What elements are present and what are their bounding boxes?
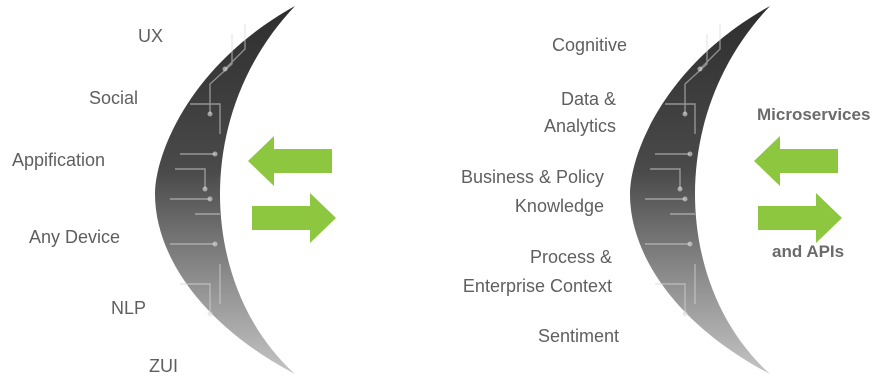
label-and-apis: and APIs [772, 242, 845, 261]
right-arrow-right-icon [758, 193, 842, 243]
label-business-policy: Business & Policy Knowledge [420, 166, 604, 217]
label-zui: ZUI [149, 356, 178, 376]
right-arrow-left-icon [754, 136, 838, 186]
label-microservices: Microservices [757, 105, 871, 124]
label-data-analytics-line1: Data & [560, 89, 616, 109]
label-data-analytics-line2: Analytics [543, 116, 616, 136]
label-business-policy-line1: Business & Policy [460, 167, 604, 187]
label-process-context-line1: Process & [529, 247, 612, 267]
label-nlp: NLP [111, 298, 147, 318]
label-cognitive: Cognitive [552, 35, 628, 55]
label-social: Social [89, 88, 139, 108]
left-arrow-right-icon [252, 193, 336, 243]
right-circuit-crescent-icon [630, 6, 770, 374]
label-business-policy-line2: Knowledge [514, 196, 604, 216]
label-data-analytics: Data & Analytics [510, 88, 616, 137]
label-appification: Appification [12, 150, 106, 170]
left-arrow-left-icon [248, 136, 332, 186]
label-process-context: Process & Enterprise Context [410, 246, 612, 297]
label-sentiment: Sentiment [538, 326, 620, 346]
label-process-context-line2: Enterprise Context [462, 276, 612, 296]
label-ux: UX [138, 26, 164, 46]
label-any-device: Any Device [29, 227, 121, 247]
left-circuit-crescent-icon [155, 6, 295, 374]
